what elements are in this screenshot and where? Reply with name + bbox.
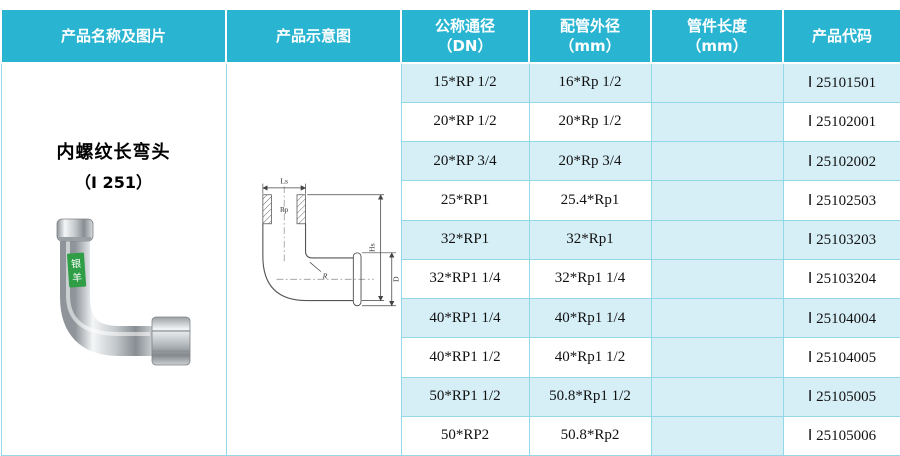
col-header-length: 管件长度 （mm） (650, 8, 784, 64)
elbow-inner-wall (304, 223, 353, 258)
col-header-label-line1: 公称通径 (434, 16, 495, 35)
dim-label-d: D (391, 276, 400, 282)
table-row: 32*RP1 1/4 32*Rp1 1/4 Ⅰ 25103204 (1, 258, 900, 300)
length-cell (650, 337, 784, 378)
radius-leader (309, 261, 321, 272)
product-spec-table: 产品名称及图片 产品示意图 公称通径 （DN） 配管外径 （mm） 管件长度 （… (0, 8, 900, 456)
col-header-label: 产品示意图 (275, 26, 351, 45)
col-header-label-line2: （mm） (686, 37, 748, 55)
code-cell: Ⅰ 25102002 (782, 140, 900, 182)
length-cell (650, 297, 784, 339)
brand-label: 银 羊 (66, 252, 86, 288)
length-cell (650, 101, 784, 143)
code-cell: Ⅰ 25104004 (782, 297, 900, 339)
length-cell (650, 140, 784, 182)
dn-cell: 20*RP 1/2 (400, 101, 530, 143)
product-photo: 银 羊 (30, 209, 198, 382)
dn-cell: 50*RP1 1/2 (400, 376, 530, 417)
col-header-diagram: 产品示意图 (225, 8, 402, 64)
code-cell: Ⅰ 25105006 (782, 415, 900, 456)
code-cell: Ⅰ 25103204 (782, 258, 900, 300)
od-cell: 16*Rp 1/2 (528, 62, 652, 103)
od-cell: 50.8*Rp1 1/2 (528, 376, 652, 417)
table-row: 50*RP1 1/2 50.8*Rp1 1/2 Ⅰ 25105005 (1, 376, 900, 417)
press-end-bead (352, 251, 361, 306)
od-cell: 32*Rp1 1/4 (528, 258, 652, 300)
od-cell: 50.8*Rp2 (528, 415, 652, 456)
dn-cell: 40*RP1 1/4 (400, 297, 530, 339)
od-cell: 20*Rp 3/4 (528, 140, 652, 182)
table-row: 40*RP1 1/2 40*Rp1 1/2 Ⅰ 25104005 (1, 337, 900, 378)
socket-wall-right (296, 193, 306, 224)
code-cell: Ⅰ 25104005 (782, 337, 900, 378)
socket-wall-left (261, 193, 272, 224)
brand-char-top: 银 (70, 256, 81, 270)
code-cell: Ⅰ 25102503 (782, 180, 900, 221)
hex-nut (151, 316, 190, 365)
dn-cell: 32*RP1 (400, 219, 530, 260)
product-name-image-cell: 内螺纹长弯头 （Ⅰ 251） (0, 62, 227, 456)
elbow-photo-illustration: 银 羊 (56, 218, 190, 365)
code-cell: Ⅰ 25102001 (782, 101, 900, 143)
col-header-code: 产品代码 (782, 8, 900, 64)
dn-cell: 50*RP2 (400, 415, 530, 456)
col-header-label-line2: （mm） (559, 37, 621, 55)
dim-label-ls: Ls (280, 176, 288, 185)
col-header-label-line2: （DN） (437, 37, 493, 55)
table-row: 40*RP1 1/4 40*Rp1 1/4 Ⅰ 25104004 (1, 297, 900, 339)
elbow-tube (59, 236, 156, 356)
od-cell: 20*Rp 1/2 (528, 101, 652, 143)
length-cell (650, 376, 784, 417)
col-header-label-line1: 管件长度 (686, 16, 747, 35)
col-header-name-image: 产品名称及图片 (0, 8, 227, 64)
table-row: 50*RP2 50.8*Rp2 Ⅰ 25105006 (1, 415, 900, 456)
code-cell: Ⅰ 25103203 (782, 219, 900, 260)
col-header-label: 产品代码 (811, 26, 872, 45)
table-row: 内螺纹长弯头 （Ⅰ 251） (0, 62, 900, 456)
table-row: 20*RP 1/2 20*Rp 1/2 Ⅰ 25102001 (1, 101, 900, 143)
length-cell (650, 180, 784, 221)
dn-cell: 20*RP 3/4 (400, 140, 530, 182)
code-cell: Ⅰ 25105005 (782, 376, 900, 417)
elbow-outer-wall (261, 223, 353, 301)
col-header-dn: 公称通径 （DN） (400, 8, 530, 64)
dn-cell: 32*RP1 1/4 (400, 258, 530, 300)
col-header-label: 产品名称及图片 (60, 26, 166, 45)
table-row: 32*RP1 32*Rp1 Ⅰ 25103203 (1, 219, 900, 260)
header-row: 产品名称及图片 产品示意图 公称通径 （DN） 配管外径 （mm） 管件长度 （… (0, 8, 900, 64)
product-name: 内螺纹长弯头 (56, 141, 171, 163)
dim-label-hs: Hs (367, 243, 376, 252)
collar-bead (58, 236, 91, 241)
product-series-code: （Ⅰ 251） (75, 172, 152, 192)
dn-cell: 40*RP1 1/2 (400, 337, 530, 378)
dn-cell: 15*RP 1/2 (400, 62, 530, 103)
od-cell: 40*Rp1 1/4 (528, 297, 652, 339)
dim-label-rp: Rp (279, 205, 288, 213)
table-row: 25*RP1 25.4*Rp1 Ⅰ 25102503 (1, 180, 900, 221)
brand-char-bottom: 羊 (71, 270, 82, 284)
code-cell: Ⅰ 25101501 (782, 62, 900, 103)
length-cell (650, 62, 784, 103)
length-cell (650, 415, 784, 456)
length-cell (650, 258, 784, 300)
dn-cell: 25*RP1 (400, 180, 530, 221)
length-cell (650, 219, 784, 260)
od-cell: 40*Rp1 1/2 (528, 337, 652, 378)
tube-highlight (65, 238, 150, 336)
product-diagram-cell: Ls Rp Hs D (225, 62, 402, 456)
od-cell: 25.4*Rp1 (528, 180, 652, 221)
od-cell: 32*Rp1 (528, 219, 652, 260)
dim-label-r: R (321, 271, 327, 280)
col-header-label-line1: 配管外径 (559, 16, 620, 35)
col-header-od: 配管外径 （mm） (528, 8, 652, 64)
elbow-technical-drawing: Ls Rp Hs D (261, 176, 400, 306)
